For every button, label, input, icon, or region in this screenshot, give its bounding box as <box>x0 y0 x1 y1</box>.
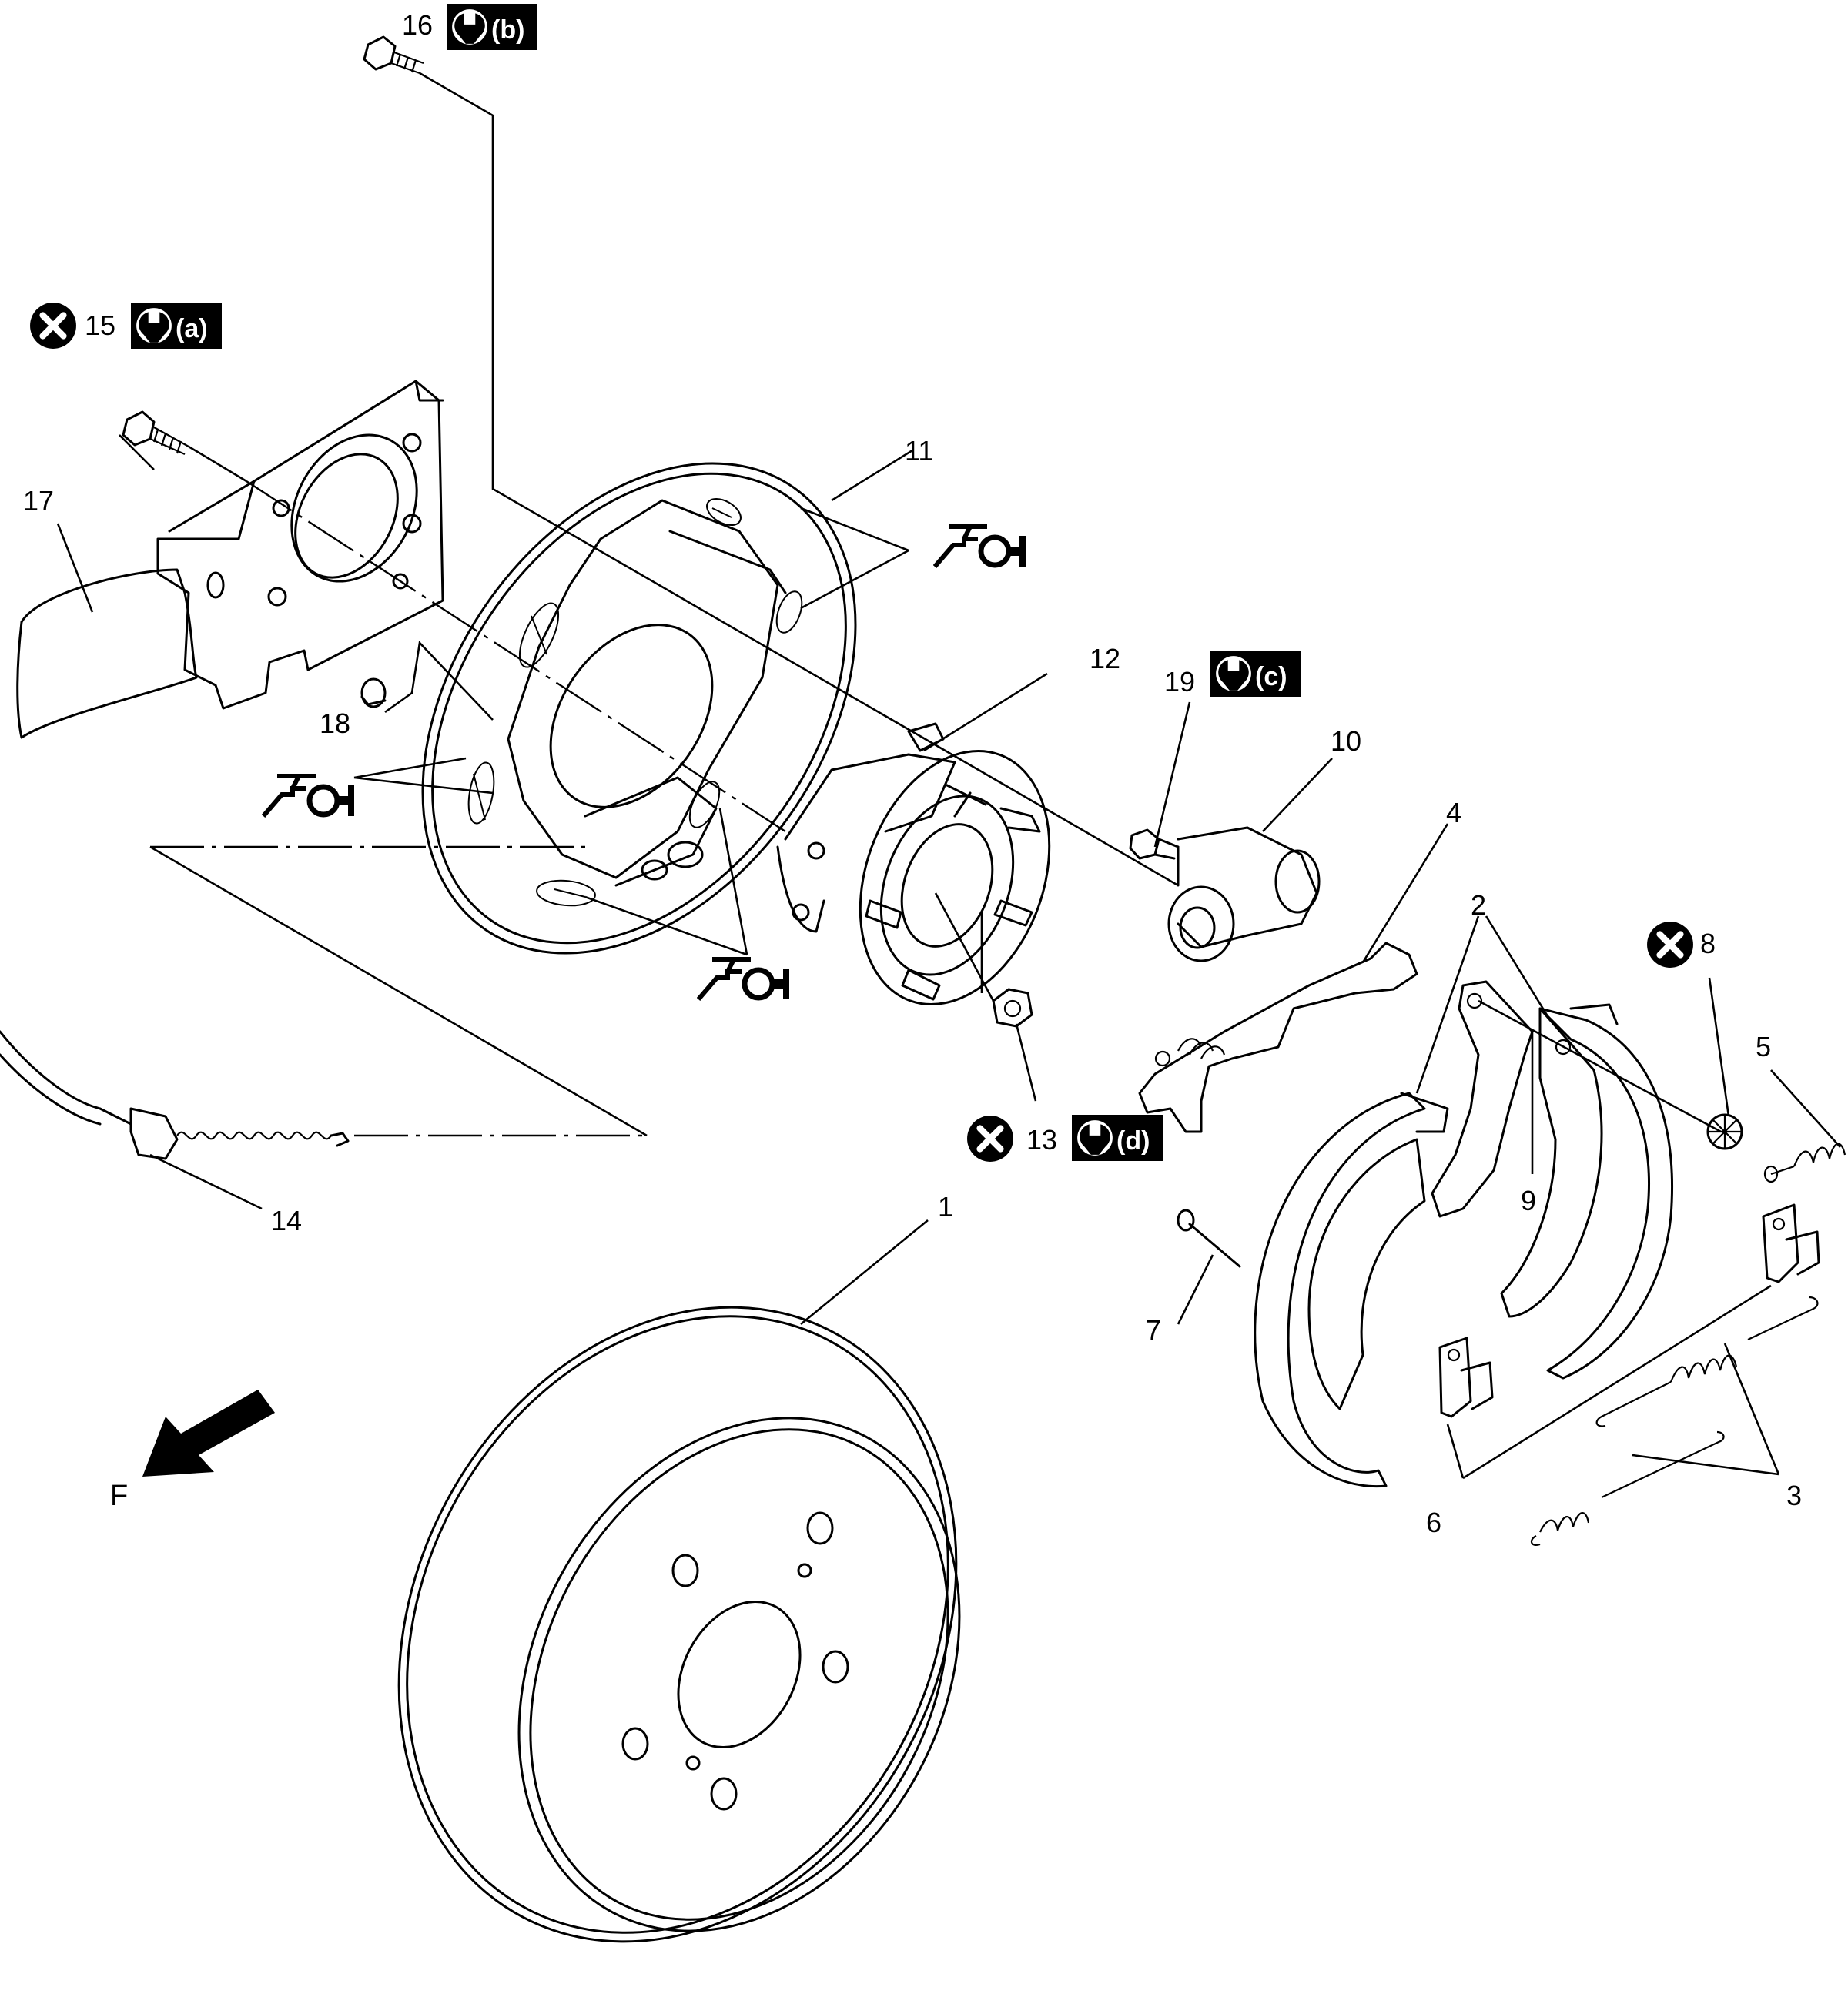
callout-7: 7 <box>1146 1314 1161 1346</box>
callout-11: 11 <box>905 435 933 467</box>
callout-6: 6 <box>1426 1507 1441 1538</box>
callout-16: 16 <box>402 9 433 41</box>
hold-down-pin <box>1177 1209 1241 1268</box>
wheel-hub <box>776 722 1051 1006</box>
callout-12: 12 <box>1090 643 1120 674</box>
callout-15: 15 <box>85 309 116 341</box>
circle-x-icon <box>30 303 76 349</box>
brake-shoe-right <box>1500 1003 1673 1380</box>
brake-shoe-left <box>1254 1092 1449 1488</box>
callout-18: 18 <box>320 708 350 739</box>
callout-5: 5 <box>1756 1031 1771 1062</box>
callout-2: 2 <box>1471 889 1486 921</box>
bolt-15 <box>122 410 189 456</box>
sealant-gun-icon <box>935 527 1026 567</box>
leader-lines <box>56 72 1841 1480</box>
hold-down-clip-lower <box>1438 1337 1494 1418</box>
callout-19: 19 <box>1164 666 1195 698</box>
svg-text:(d): (d) <box>1116 1126 1150 1156</box>
sealant-gun-icon <box>698 959 789 999</box>
hub-nut <box>992 988 1033 1028</box>
wheel-cylinder <box>1167 826 1321 962</box>
sealant-gun-icon <box>263 776 354 816</box>
front-label: F <box>110 1480 128 1512</box>
circle-x-icon <box>1647 922 1693 968</box>
callout-1: 1 <box>938 1191 953 1223</box>
callout-17: 17 <box>23 485 54 517</box>
torque-badge-b: (b) <box>447 4 537 50</box>
axle-bracket <box>16 380 444 739</box>
svg-text:(c): (c) <box>1255 662 1287 691</box>
callout-8: 8 <box>1700 928 1716 959</box>
brake-drum <box>397 1306 961 1943</box>
front-arrow-icon <box>142 1390 275 1477</box>
small-spring <box>1763 1143 1846 1183</box>
torque-badge-a: (a) <box>131 303 222 349</box>
circle-x-icon <box>967 1116 1013 1162</box>
callout-10: 10 <box>1331 725 1361 757</box>
parking-lever <box>1431 980 1534 1218</box>
callout-14: 14 <box>271 1205 302 1236</box>
torque-badge-d: (d) <box>1072 1115 1163 1161</box>
grommet <box>360 677 387 708</box>
svg-text:(b): (b) <box>491 15 524 45</box>
callout-13: 13 <box>1026 1124 1057 1156</box>
hold-down-clip-upper <box>1762 1203 1820 1283</box>
parking-brake-cable <box>0 1030 350 1160</box>
shoe-retainer <box>1706 1113 1743 1150</box>
bleeder-screw <box>1129 828 1180 860</box>
bolt-16 <box>363 35 424 75</box>
return-spring-upper <box>1595 1296 1819 1427</box>
callout-9: 9 <box>1521 1185 1536 1216</box>
return-spring-lower <box>1530 1430 1725 1546</box>
backing-plate <box>421 462 857 955</box>
callout-3: 3 <box>1786 1480 1802 1511</box>
callout-4: 4 <box>1446 797 1461 828</box>
svg-text:(a): (a) <box>176 314 208 343</box>
torque-badge-c: (c) <box>1210 651 1301 697</box>
adjuster-lever <box>1138 942 1418 1133</box>
